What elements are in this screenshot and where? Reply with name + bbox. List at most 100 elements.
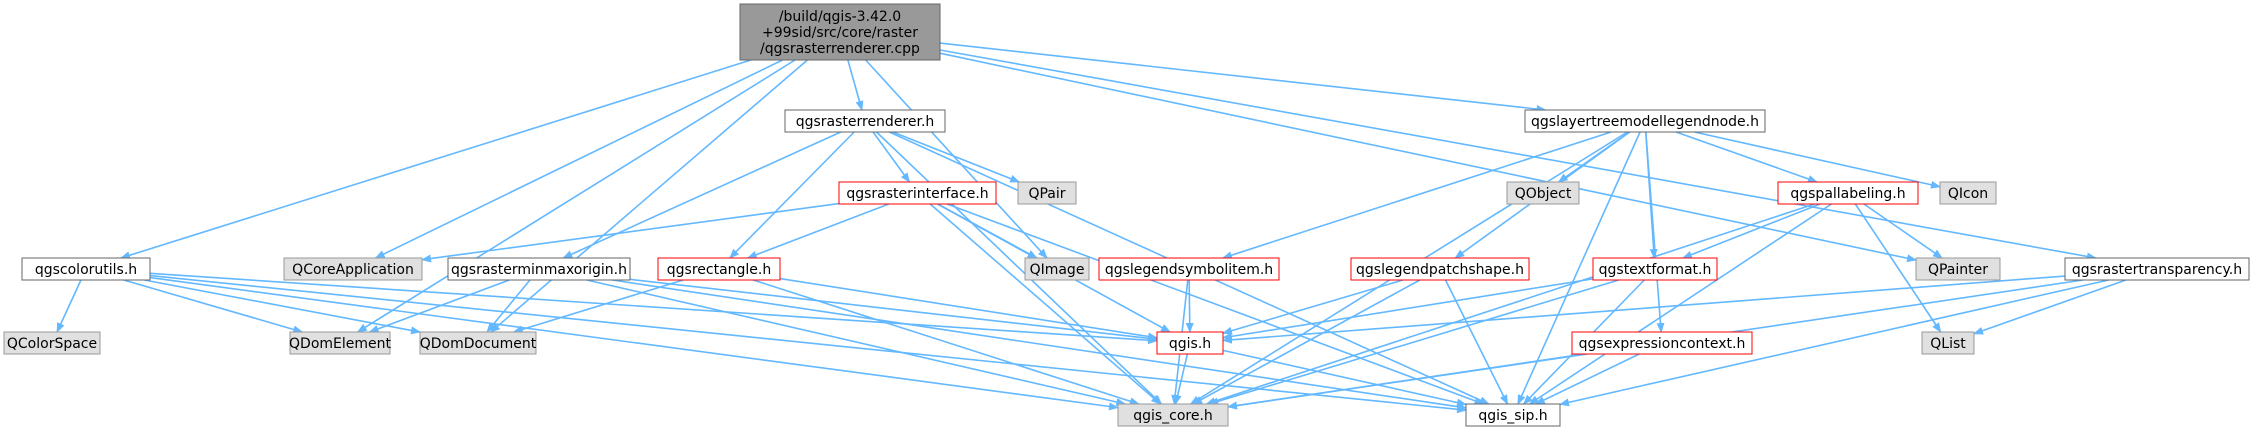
node-label: QImage [1030,262,1085,278]
node-qgslegendpatchshape-h[interactable]: qgslegendpatchshape.h [1350,257,1530,281]
edge-qgsexpressioncontext-h-to-qgis-sip-h [1534,353,1640,405]
node-box[interactable] [784,109,946,133]
node-box[interactable] [1939,181,1997,205]
edge-root-to-qimage [865,59,1048,259]
edge-qgslegendpatchshape-h-to-qgis-core-h [1192,279,1421,405]
edge-qgsrasterrenderer-h-to-qgsrectangle-h [729,131,855,259]
node-box[interactable] [1915,257,2001,281]
node-qgis-h[interactable]: qgis.h [1156,331,1224,355]
node-qgscolorutils-h[interactable]: qgscolorutils.h [21,257,151,281]
node-qcolor-space[interactable]: QColorSpace [3,331,101,355]
node-box[interactable] [1777,181,1919,205]
edge-qgsrasterinterface-h-to-qgis-core-h [929,203,1162,405]
node-label: QPair [1028,186,1065,202]
edge-qgslayertreemodellegendnode-h-to-qgslegendsymbolitem-h [1221,131,1612,260]
edge-qgsrasterminmaxorigin-h-to-qgis-core-h [586,279,1127,406]
node-label: qgis_core.h [1133,408,1213,424]
node-box[interactable] [1350,257,1530,281]
node-label: QDomElement [289,336,391,352]
edge-qgspallabeling-h-to-qgis-sip-h [1528,203,1832,405]
node-box[interactable] [2064,257,2250,281]
node-qicon[interactable]: QIcon [1939,181,1997,205]
node-box[interactable] [1024,257,1090,281]
node-label: qgsrasterinterface.h [846,186,988,202]
node-box[interactable] [1117,403,1229,427]
node-box[interactable] [3,331,101,355]
edge-qgsrastertransparency-h-to-qlist [1973,279,2127,335]
node-qgslayertreemodellegendnode-h[interactable]: qgslayertreemodellegendnode.h [1524,109,1766,133]
node-label: QList [1930,336,1966,352]
edge-qgspallabeling-h-to-qpainter [1863,203,1943,259]
node-qgspallabeling-h[interactable]: qgspallabeling.h [1777,181,1919,205]
node-box[interactable] [1524,109,1766,133]
node-label: QCoreApplication [292,262,414,278]
edge-qgscolorutils-h-to-qdom-element [123,279,304,334]
node-qgsrasterinterface-h[interactable]: qgsrasterinterface.h [838,181,997,205]
node-label: qgslayertreemodellegendnode.h [1531,114,1759,130]
node-qdom-document[interactable]: QDomDocument [419,331,537,355]
node-box[interactable] [289,331,391,355]
edge-root-to-qdom-document [490,59,808,333]
node-box[interactable] [838,181,997,205]
node-label: +99sid/src/core/raster [762,25,918,41]
node-box[interactable] [1156,331,1224,355]
edge-qgsexpressioncontext-h-to-qgis-core-h [1227,353,1588,410]
node-box[interactable] [1017,181,1077,205]
edge-qgscolorutils-h-to-qcolor-space [56,279,82,333]
edge-qgsrastertransparency-h-to-qgis-h [1222,275,2066,344]
node-box[interactable] [447,257,631,281]
node-box[interactable] [657,257,781,281]
node-box[interactable] [21,257,151,281]
node-qgis-core-h[interactable]: qgis_core.h [1117,403,1229,427]
node-label: qgstextformat.h [1599,262,1712,278]
edge-qgspallabeling-h-to-qgstextformat-h [1682,203,1821,259]
edge-qgsrectangle-h-to-qgis-core-h [752,279,1140,406]
node-label: qgspallabeling.h [1790,186,1905,202]
edge-qgsrectangle-h-to-qgis-h [779,277,1158,341]
node-qcore-application[interactable]: QCoreApplication [283,257,423,281]
node-box[interactable] [1921,331,1975,355]
node-qgsrectangle-h[interactable]: qgsrectangle.h [657,257,781,281]
node-qlist[interactable]: QList [1921,331,1975,355]
nodes-layer: /build/qgis-3.42.0+99sid/src/core/raster… [3,3,2250,427]
edge-qgsrasterminmaxorigin-h-to-qgis-sip-h [612,279,1467,411]
node-qgstextformat-h[interactable]: qgstextformat.h [1592,257,1718,281]
node-box[interactable] [1506,181,1580,205]
node-box[interactable] [739,3,941,61]
edge-qgis-h-to-qgis-sip-h [1222,349,1467,407]
node-box[interactable] [1465,403,1561,427]
edge-root-to-qgslayertreemodellegendnode-h [939,42,1547,113]
node-box[interactable] [283,257,423,281]
edge-root-to-qgscolorutils-h [120,59,752,260]
node-box[interactable] [1592,257,1718,281]
node-qpainter[interactable]: QPainter [1915,257,2001,281]
node-qgsexpressioncontext-h[interactable]: qgsexpressioncontext.h [1571,331,1753,355]
node-label: qgsrasterminmaxorigin.h [451,262,627,278]
node-qgslegendsymbolitem-h[interactable]: qgslegendsymbolitem.h [1098,257,1280,281]
node-label: qgsexpressioncontext.h [1579,336,1746,352]
node-label: qgis.h [1169,336,1211,352]
edge-root-to-qcore-application [374,59,783,259]
node-qgsrasterrenderer-h[interactable]: qgsrasterrenderer.h [784,109,946,133]
node-qimage[interactable]: QImage [1024,257,1090,281]
node-qobject[interactable]: QObject [1506,181,1580,205]
edges-layer [56,42,2127,414]
node-box[interactable] [419,331,537,355]
node-box[interactable] [1098,257,1280,281]
edge-qgspallabeling-h-to-qlist [1854,203,1942,333]
node-qpair[interactable]: QPair [1017,181,1077,205]
node-qdom-element[interactable]: QDomElement [289,331,391,355]
edge-qgspallabeling-h-to-qgis-core-h [1205,203,1815,405]
node-label: QDomDocument [420,336,537,352]
edge-qgstextformat-h-to-qgis-core-h [1208,279,1619,406]
edge-qgsrasterinterface-h-to-qgis-sip-h [946,203,1485,405]
node-qgis-sip-h[interactable]: qgis_sip.h [1465,403,1561,427]
node-box[interactable] [1571,331,1753,355]
node-root[interactable]: /build/qgis-3.42.0+99sid/src/core/raster… [739,3,941,61]
node-label: QIcon [1948,186,1988,202]
edge-qgslayertreemodellegendnode-h-to-qgspallabeling-h [1675,131,1818,183]
edge-qgscolorutils-h-to-qgis-h [149,272,1158,345]
node-qgsrastertransparency-h[interactable]: qgsrastertransparency.h [2064,257,2250,281]
node-qgsrasterminmaxorigin-h[interactable]: qgsrasterminmaxorigin.h [447,257,631,281]
